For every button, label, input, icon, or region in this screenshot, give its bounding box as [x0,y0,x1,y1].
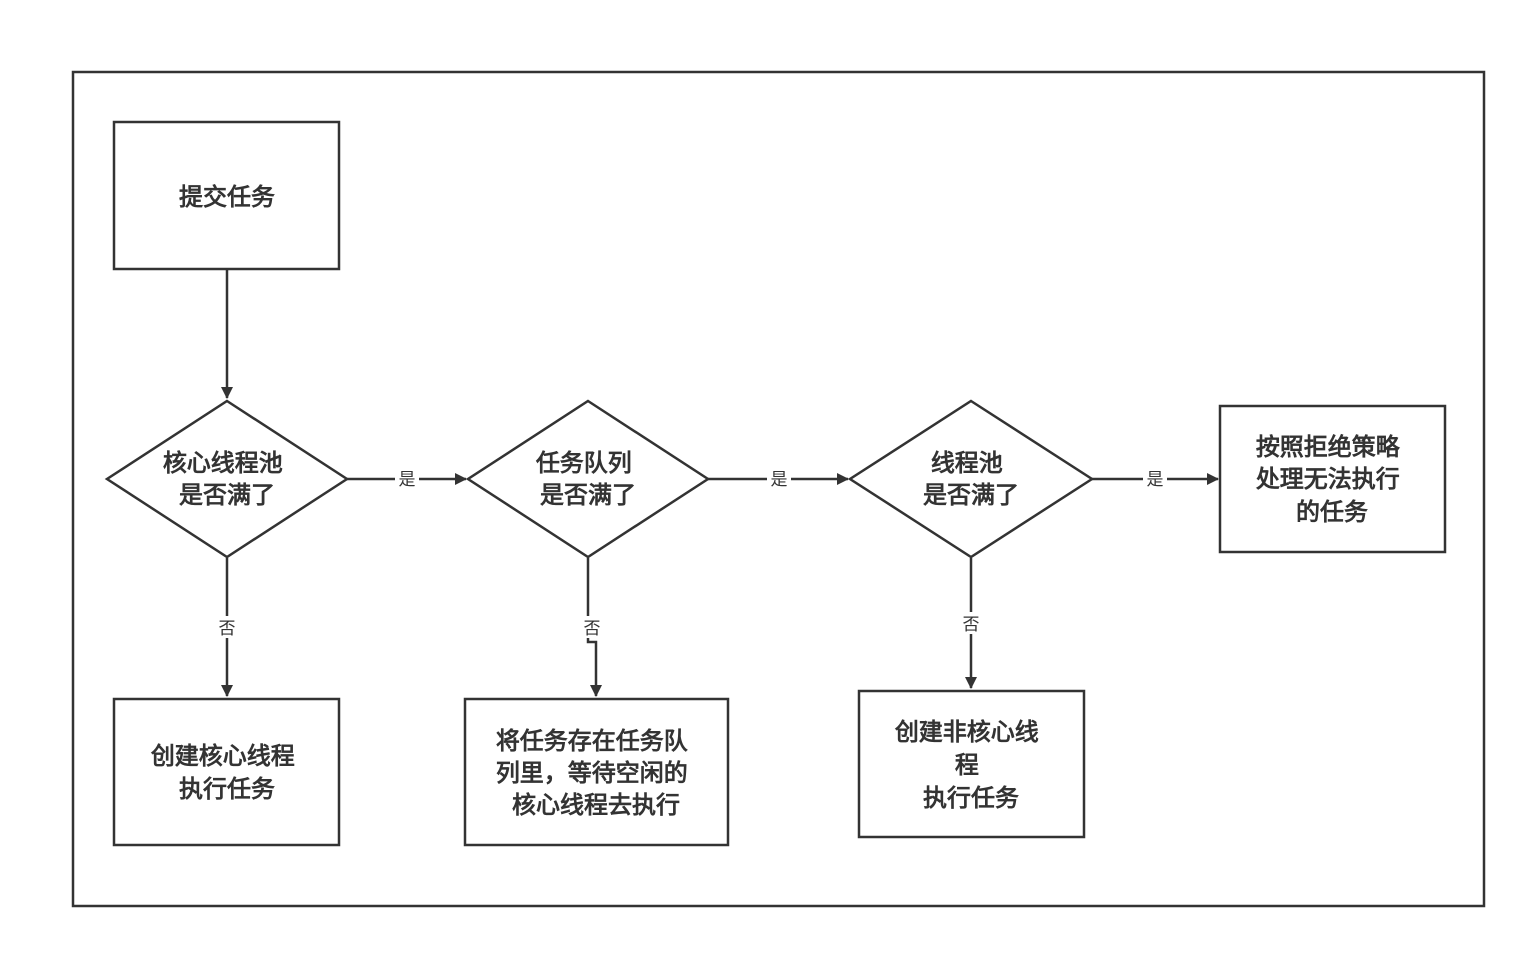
node-create-noncore-thread: 创建非核心线 程 执行任务 [857,689,1086,839]
edge-label-yes-3: 是 [1147,470,1164,490]
node-reject-policy-line-1: 按照拒绝策略 [1256,433,1401,461]
node-create-noncore-thread-line-3: 执行任务 [923,784,1020,812]
edge-queue-to-enqueue [586,558,602,697]
decision-task-queue-full-line-2: 是否满了 [540,481,636,509]
svg-text:提交任务: 提交任务 [179,183,276,211]
node-reject-policy-line-3: 的任务 [1296,498,1369,526]
edge-label-no-2: 否 [584,619,601,639]
decision-core-pool-full-line-2: 是否满了 [179,481,275,509]
svg-text:创建非核心线 程 执行任务: 创建非核心线 程 执行任务 [894,718,1047,812]
node-enqueue-task-line-3: 核心线程去执行 [512,791,680,819]
node-enqueue-task-line-1: 将任务存在任务队 [496,727,689,755]
decision-task-queue-full: 任务队列 是否满了 [465,399,711,559]
svg-text:创建核心线程 执行任务: 创建核心线程 执行任务 [150,742,303,803]
node-enqueue-task: 将任务存在任务队 列里，等待空闲的 核心线程去执行 [463,697,730,847]
node-enqueue-task-line-2: 列里，等待空闲的 [496,759,688,787]
node-reject-policy-line-2: 处理无法执行 [1255,465,1400,493]
svg-text:线程池 是否满了: 线程池 是否满了 [923,449,1019,509]
decision-core-pool-full-line-1: 核心线程池 [163,449,283,477]
diagram-frame [71,70,1486,908]
decision-thread-pool-full: 线程池 是否满了 [847,399,1095,559]
node-create-core-thread-line-2: 执行任务 [179,775,276,803]
node-reject-policy: 按照拒绝策略 处理无法执行 的任务 [1218,404,1447,554]
decision-thread-pool-full-line-2: 是否满了 [923,481,1019,509]
node-create-core-thread-line-1: 创建核心线程 [150,742,295,770]
node-submit-task-label: 提交任务 [179,183,276,211]
edge-label-yes-1: 是 [399,470,416,490]
node-create-noncore-thread-line-1: 创建非核心线 [894,718,1039,746]
decision-task-queue-full-line-1: 任务队列 [535,449,632,477]
edge-label-no-1: 否 [219,619,236,639]
edge-label-yes-2: 是 [771,470,788,490]
edge-label-no-3: 否 [963,615,980,635]
decision-thread-pool-full-line-1: 线程池 [931,449,1003,477]
svg-text:按照拒绝策略 处理无法执行 的任务: 按照拒绝策略 处理无法执行 的任务 [1255,433,1408,526]
svg-text:核心线程池 是否满了: 核心线程池 是否满了 [163,449,291,509]
node-create-core-thread: 创建核心线程 执行任务 [112,697,341,847]
svg-text:任务队列 是否满了: 任务队列 是否满了 [535,449,640,509]
node-create-noncore-thread-line-2: 程 [955,751,979,779]
node-submit-task: 提交任务 [112,120,341,271]
svg-text:将任务存在任务队 列里，等待空闲的: 将任务存在任务队 列里，等待空闲的 核心线程去执行 [496,727,696,819]
decision-core-pool-full: 核心线程池 是否满了 [104,399,350,559]
